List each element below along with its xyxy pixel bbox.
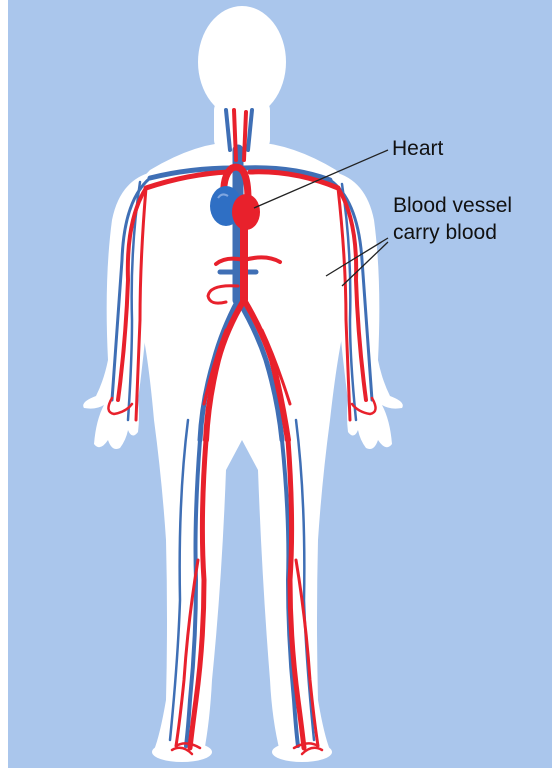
carotid-artery-left — [234, 110, 236, 160]
heart-label: Heart — [392, 137, 443, 161]
carotid-artery-right — [244, 112, 246, 160]
heart-right-side — [232, 194, 260, 230]
blood-vessel-label-line1: Blood vessel — [393, 194, 512, 218]
blood-vessel-label-line2: carry blood — [393, 221, 497, 245]
